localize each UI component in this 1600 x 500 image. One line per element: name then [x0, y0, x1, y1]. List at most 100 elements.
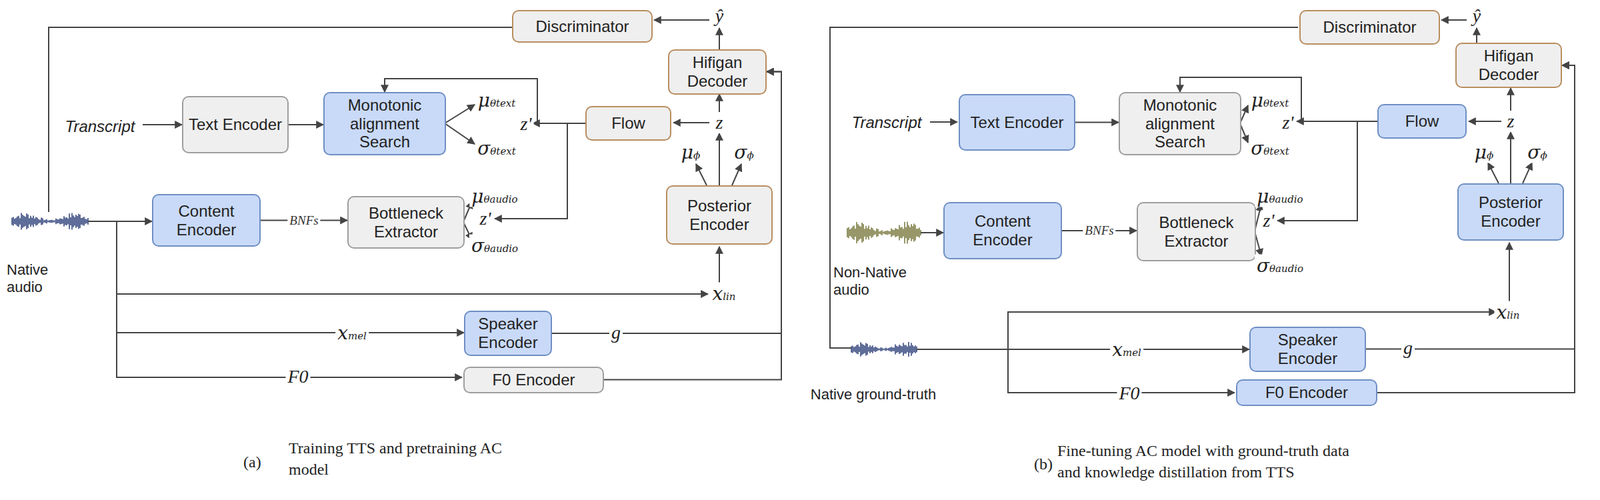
box-label: Content Encoder: [948, 212, 1057, 249]
annotation-label: g: [1401, 337, 1415, 359]
signal-line: [1476, 28, 1478, 44]
box-label: Monotonic alignment Search: [1124, 96, 1236, 152]
signal-line: [1468, 120, 1502, 122]
annotation-label: F0: [1116, 382, 1142, 404]
annotation-label: Fine-tuning AC model with ground-truth d…: [1055, 440, 1373, 484]
process-box: Content Encoder: [943, 202, 1062, 260]
annotation-label: z: [1505, 110, 1517, 132]
annotation-label: σϕ: [732, 141, 756, 164]
box-label: Flow: [1405, 112, 1440, 131]
process-box: Text Encoder: [958, 94, 1076, 151]
flow-arrow: [604, 72, 782, 380]
process-box: F0 Encoder: [1236, 379, 1378, 406]
process-box: Monotonic alignment Search: [323, 92, 446, 156]
signal-line: [116, 332, 464, 334]
process-box: Hifigan Decoder: [668, 49, 767, 95]
annotation-label: Non-Native audio: [831, 264, 936, 300]
process-box: F0 Encoder: [463, 366, 604, 394]
process-box: Monotonic alignment Search: [1118, 92, 1242, 156]
annotation-label: ŷ: [1470, 5, 1483, 27]
signal-line: [673, 122, 710, 124]
box-label: Hifigan Decoder: [1460, 46, 1557, 84]
waveform-icon: [847, 222, 921, 244]
signal-line: [916, 348, 1250, 350]
box-label: Speaker Encoder: [469, 314, 547, 352]
flow-arrow: [288, 124, 324, 126]
signal-line: [48, 27, 512, 212]
annotation-label: μθaudio: [1254, 185, 1305, 208]
annotation-label: xlin: [710, 282, 738, 305]
box-label: Posterior Encoder: [671, 196, 768, 234]
annotation-label: μθtext: [476, 89, 518, 112]
process-box: Text Encoder: [182, 96, 289, 154]
box-label: Discriminator: [535, 17, 629, 36]
process-box: Speaker Encoder: [464, 310, 552, 356]
waveform-icon: [12, 213, 88, 230]
annotation-label: Transcript: [850, 113, 924, 132]
annotation-label: μθtext: [1249, 89, 1292, 112]
annotation-label: σθtext: [475, 137, 518, 160]
box-label: Posterior Encoder: [1462, 193, 1559, 230]
signal-line: [696, 164, 707, 186]
annotation-label: z': [518, 113, 534, 135]
annotation-label: F0: [285, 366, 310, 388]
signal-line: [1488, 162, 1499, 184]
box-label: Flow: [611, 114, 646, 133]
annotation-label: μθaudio: [469, 185, 520, 208]
process-box: Bottleneck Extractor: [1136, 202, 1256, 262]
annotation-label: z': [1280, 112, 1296, 134]
annotation-label: ŷ: [713, 5, 726, 27]
signal-line: [654, 19, 710, 21]
process-box: Posterior Encoder: [666, 185, 773, 245]
box-label: Bottleneck Extractor: [352, 204, 460, 241]
annotation-label: μϕ: [1472, 141, 1496, 164]
box-label: Text Encoder: [970, 113, 1064, 132]
signal-line: [1522, 162, 1532, 184]
box-label: Discriminator: [1322, 18, 1416, 37]
annotation-label: xmel: [335, 322, 369, 344]
box-label: F0 Encoder: [1265, 383, 1348, 402]
box-label: F0 Encoder: [492, 370, 575, 390]
annotation-label: z': [1261, 210, 1277, 232]
annotation-label: Native ground-truth: [808, 386, 938, 404]
waveform-icon: [851, 342, 917, 357]
annotation-label: σθaudio: [469, 234, 520, 257]
annotation-label: σθaudio: [1254, 254, 1306, 277]
box-label: Bottleneck Extractor: [1142, 213, 1251, 250]
edge-label: BNFs: [1082, 223, 1116, 238]
flow-arrow: [1377, 65, 1575, 393]
signal-line: [930, 121, 958, 123]
annotation-label: σθtext: [1248, 137, 1292, 160]
process-box: Discriminator: [1299, 10, 1440, 45]
annotation-label: xmel: [1110, 338, 1144, 361]
box-label: Content Encoder: [157, 202, 256, 239]
process-box: Speaker Encoder: [1249, 326, 1366, 372]
box-label: Text Encoder: [188, 115, 282, 134]
process-box: Posterior Encoder: [1457, 183, 1564, 241]
signal-line: [1510, 88, 1512, 112]
signal-line: [116, 293, 708, 295]
signal-line: [718, 246, 720, 283]
signal-line: [1296, 120, 1302, 122]
process-box: Discriminator: [512, 10, 653, 43]
signal-line: [444, 123, 475, 144]
signal-line: [88, 220, 152, 222]
process-box: Bottleneck Extractor: [347, 196, 465, 249]
annotation-label: (a): [241, 451, 264, 473]
signal-line: [1508, 242, 1510, 302]
signal-line: [1441, 19, 1467, 21]
flow-arrow: [1075, 122, 1119, 124]
annotation-label: Native audio: [4, 261, 76, 297]
annotation-label: Training TTS and pretraining AC model: [286, 437, 531, 481]
box-label: Monotonic alignment Search: [328, 96, 441, 152]
signal-line: [830, 27, 1298, 348]
process-box: Hifigan Decoder: [1455, 42, 1562, 88]
signal-line: [718, 94, 720, 114]
box-label: Hifigan Decoder: [673, 53, 762, 90]
box-label: Speaker Encoder: [1254, 330, 1361, 368]
process-box: Flow: [585, 106, 672, 141]
process-box: Flow: [1377, 104, 1467, 139]
annotation-label: μϕ: [679, 141, 702, 164]
